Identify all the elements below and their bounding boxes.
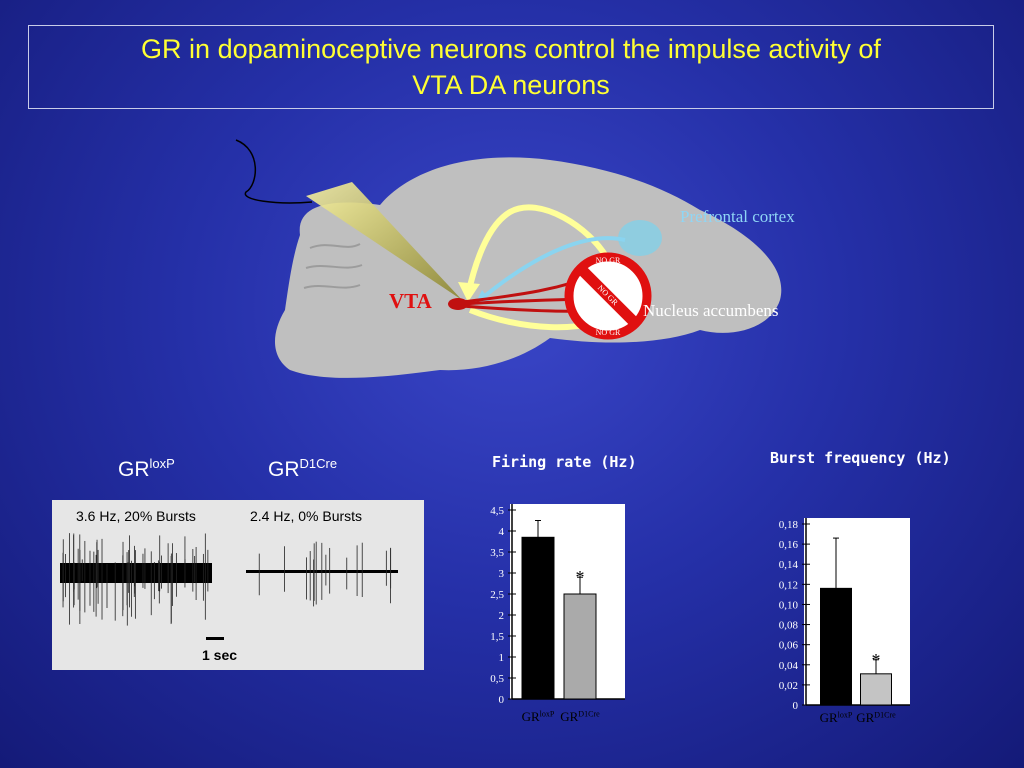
y-tick-label: 0,04 <box>779 660 799 672</box>
bar-GRD1Cre <box>860 673 892 706</box>
bar-GRloxP <box>521 536 555 700</box>
y-tick-label: 0,10 <box>779 599 799 611</box>
trace-label-d1cre-sup: D1Cre <box>299 456 338 471</box>
scale-bar-label: 1 sec <box>202 647 238 663</box>
slide-title-line-2: VTA DA neurons <box>412 70 610 100</box>
x-tick-label-GRD1Cre: GRD1Cre <box>856 710 896 725</box>
y-tick-label: 0 <box>499 694 505 706</box>
yellow-arrow <box>465 204 610 296</box>
burst-frequency-chart: 0 0,02 0,04 0,06 0,08 0,10 0,12 0,14 0,16 0,18GRl… <box>779 518 910 725</box>
vta-label: VTA <box>389 289 433 313</box>
significance-marker: * <box>576 567 585 587</box>
electrode-beam <box>306 182 462 300</box>
trace-label-loxp-main: GR <box>118 458 150 481</box>
y-tick-label: 0,16 <box>779 539 799 551</box>
no-gr-sign: NO GR NO GR NO GR <box>564 252 652 340</box>
firing-rate-chart-title: Firing rate (Hz) <box>492 453 637 471</box>
y-tick-label: 0,08 <box>779 620 799 632</box>
y-tick-label: 4 <box>499 526 505 538</box>
burst-frequency-chart-title: Burst frequency (Hz) <box>770 449 951 467</box>
x-tick-label-GRloxP: GRloxP <box>522 709 555 724</box>
y-tick-label: 1 <box>499 652 505 664</box>
significance-marker: * <box>872 650 881 670</box>
y-tick-label: 2,5 <box>490 589 504 601</box>
trace-plot <box>60 533 398 640</box>
no-gr-text-top: NO GR <box>596 256 621 265</box>
blue-arrow <box>478 236 626 302</box>
y-tick-label: 3 <box>499 568 505 580</box>
trace-label-d1cre: GRD1Cre <box>268 456 337 482</box>
y-tick-label: 4,5 <box>490 505 504 517</box>
trace-label-loxp: GRloxP <box>118 456 175 482</box>
plot-area <box>804 518 910 705</box>
y-tick-label: 0,14 <box>779 559 799 571</box>
y-tick-label: 0,12 <box>779 579 798 591</box>
trace-panel: 3.6 Hz, 20% Bursts 2.4 Hz, 0% Bursts 1 s… <box>52 500 424 670</box>
vta-dot <box>448 298 468 310</box>
y-tick-label: 0,06 <box>779 640 799 652</box>
trace-d1cre <box>246 541 398 607</box>
y-tick-label: 2 <box>499 610 505 622</box>
y-tick-label: 0,5 <box>490 673 504 685</box>
brain-silhouette <box>274 157 782 378</box>
y-tick-label: 0,18 <box>779 519 799 531</box>
trace-label-d1cre-main: GR <box>268 458 300 481</box>
trace-caption-loxp: 3.6 Hz, 20% Bursts <box>76 508 196 524</box>
y-tick-label: 1,5 <box>490 631 504 643</box>
prefrontal-label: Prefrontal cortex <box>680 207 795 226</box>
slide-title: GR in dopaminoceptive neurons control th… <box>28 25 994 109</box>
bar-GRD1Cre <box>563 593 597 700</box>
y-tick-label: 0,02 <box>779 680 798 692</box>
trace-label-loxp-sup: loxP <box>149 456 175 471</box>
x-tick-label-GRloxP: GRloxP <box>820 710 853 725</box>
bar-GRloxP <box>820 587 852 706</box>
y-tick-label: 3,5 <box>490 547 504 559</box>
trace-caption-d1cre: 2.4 Hz, 0% Bursts <box>250 508 363 524</box>
electrode-wire <box>235 139 313 204</box>
brain-diagram: NO GR NO GR NO GR VTA Prefrontal cortex … <box>235 139 795 378</box>
no-gr-text-bottom: NO GR <box>596 328 621 337</box>
trace-loxp <box>60 533 212 626</box>
scale-bar <box>206 637 224 640</box>
y-tick-label: 0 <box>793 700 799 712</box>
prefrontal-region <box>618 220 662 256</box>
accumbens-label: Nucleus accumbens <box>643 301 778 320</box>
x-tick-label-GRD1Cre: GRD1Cre <box>560 709 600 724</box>
slide-title-line-1: GR in dopaminoceptive neurons control th… <box>141 34 881 64</box>
